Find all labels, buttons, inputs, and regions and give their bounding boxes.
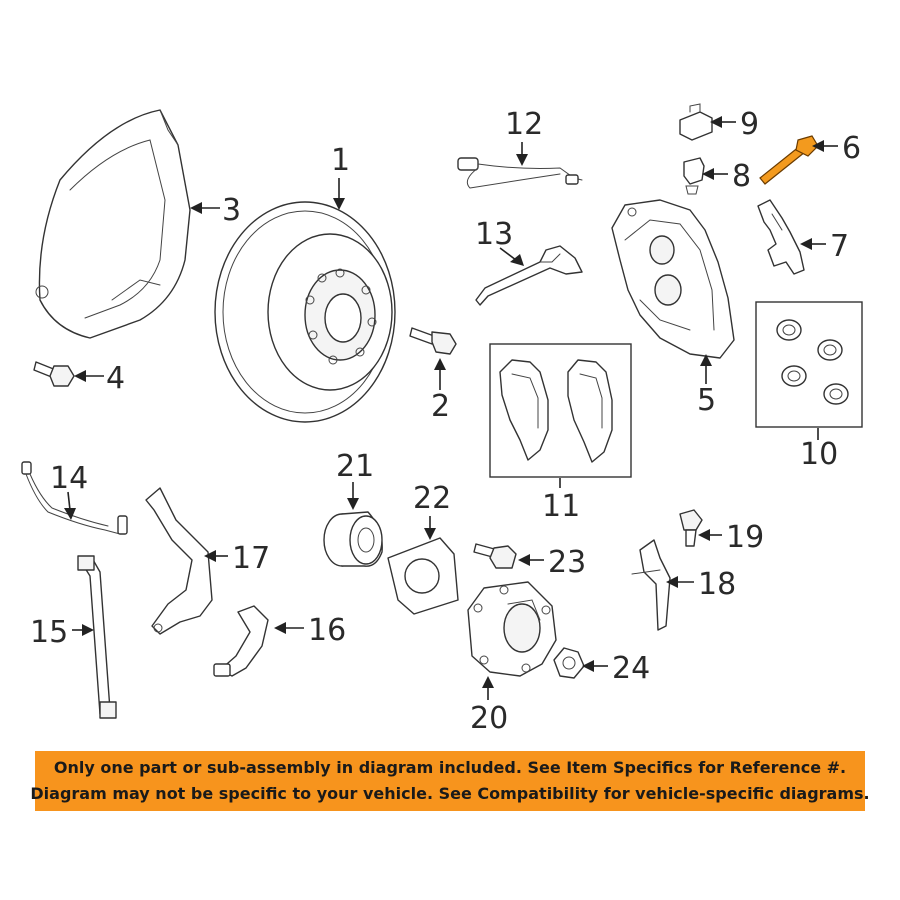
callout-22: 22: [413, 481, 451, 516]
part-14-abs-sensor[interactable]: [21, 461, 128, 535]
part-4-bolt[interactable]: [33, 361, 75, 387]
disclaimer-line-2: Diagram may not be specific to your vehi…: [30, 784, 870, 803]
callout-23: 23: [548, 545, 586, 580]
callout-16: 16: [308, 613, 346, 648]
part-6-caliper-bolt[interactable]: [759, 135, 819, 185]
callout-6: 6: [842, 131, 861, 166]
part-19-bolt[interactable]: [679, 509, 703, 547]
part-23-bolt[interactable]: [473, 543, 517, 569]
part-9-clip[interactable]: [679, 103, 713, 141]
callout-1: 1: [331, 143, 350, 178]
part-20-wheel-hub[interactable]: [467, 581, 557, 677]
callout-14: 14: [50, 461, 88, 496]
callout-11: 11: [542, 489, 580, 524]
callout-9: 9: [740, 107, 759, 142]
callout-17: 17: [232, 541, 270, 576]
callout-numbers: 1 2 3 4 5 6 7 8 9 10 11 12 13 14 15 16 1…: [30, 107, 861, 736]
part-18-bracket[interactable]: [631, 539, 671, 631]
part-22-gasket[interactable]: [387, 537, 459, 615]
part-11-brake-pads[interactable]: [489, 343, 632, 478]
callout-19: 19: [726, 520, 764, 555]
callout-3: 3: [222, 193, 241, 228]
callout-20: 20: [470, 701, 508, 736]
callout-leaders: [64, 116, 838, 700]
part-13-sensor-bracket[interactable]: [475, 245, 583, 306]
callout-7: 7: [830, 229, 849, 264]
callout-12: 12: [505, 107, 543, 142]
disclaimer-banner: Only one part or sub-assembly in diagram…: [30, 751, 870, 811]
callout-5: 5: [697, 383, 716, 418]
part-2-bolt[interactable]: [409, 327, 457, 355]
part-17-hose-bracket[interactable]: [145, 487, 213, 635]
part-7-spring-clip[interactable]: [757, 199, 805, 275]
part-15-brake-hose[interactable]: [77, 555, 117, 719]
callout-4: 4: [106, 361, 125, 396]
callout-10: 10: [800, 437, 838, 472]
callout-21: 21: [336, 449, 374, 484]
callout-15: 15: [30, 615, 68, 650]
disclaimer-line-1: Only one part or sub-assembly in diagram…: [53, 758, 847, 777]
part-24-hub-nut[interactable]: [553, 647, 585, 679]
callout-13: 13: [475, 217, 513, 252]
part-3-splash-shield[interactable]: [35, 109, 191, 339]
part-5-brake-caliper[interactable]: [611, 199, 735, 359]
callout-2: 2: [431, 389, 450, 424]
part-10-seal-kit[interactable]: [755, 301, 863, 428]
part-21-wheel-bearing[interactable]: [323, 511, 383, 567]
part-1-brake-rotor[interactable]: [214, 201, 396, 423]
callout-18: 18: [698, 567, 736, 602]
part-12-wear-sensor[interactable]: [457, 157, 583, 189]
part-8-bleeder[interactable]: [683, 157, 705, 195]
callout-8: 8: [732, 159, 751, 194]
callout-24: 24: [612, 651, 650, 686]
part-16-sensor[interactable]: [213, 605, 269, 677]
